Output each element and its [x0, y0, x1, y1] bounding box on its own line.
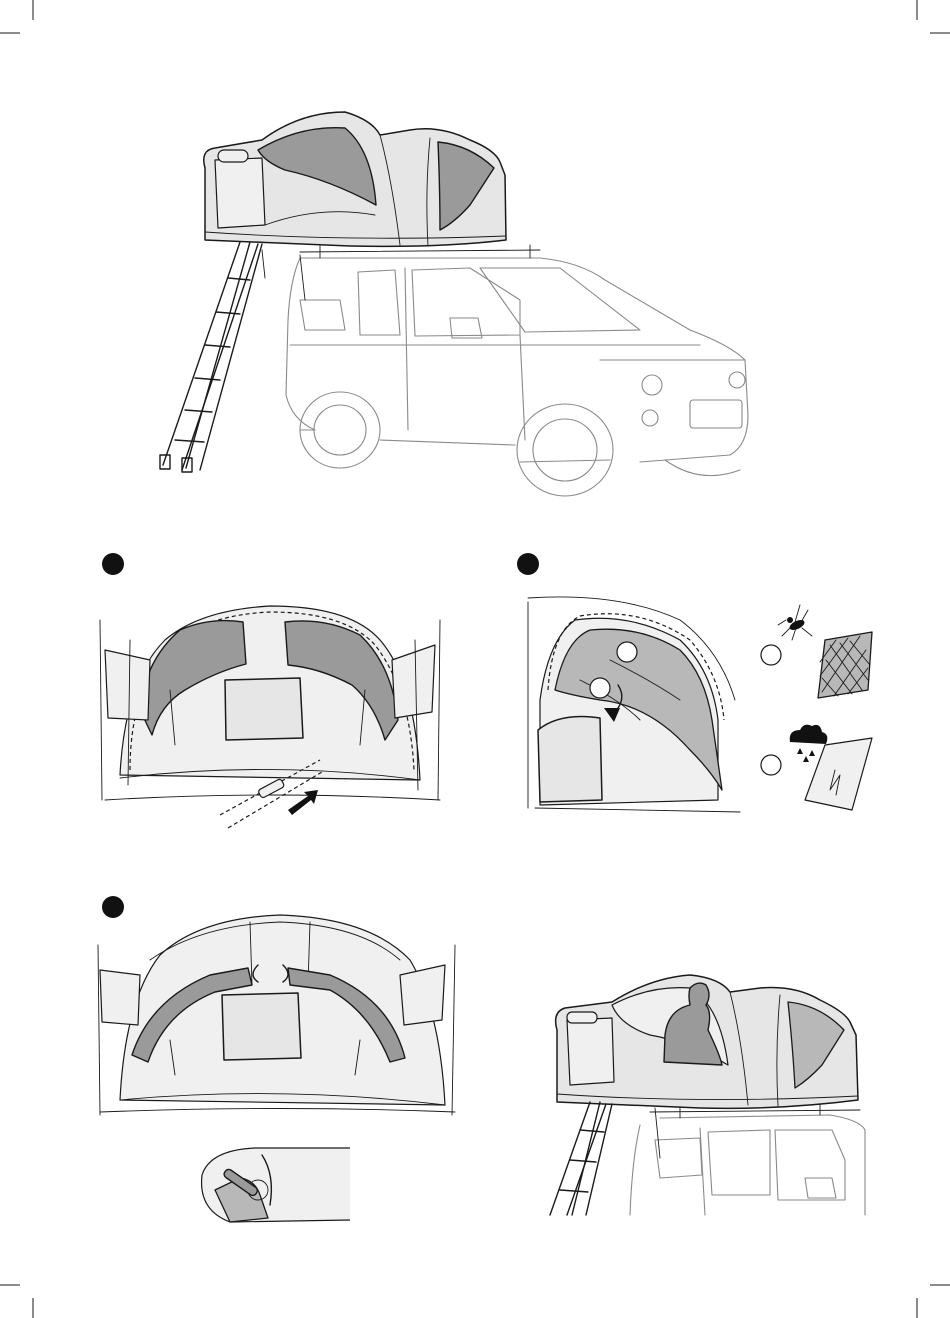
step-marker-3 [102, 896, 124, 918]
cover-panel-icon [805, 738, 872, 810]
step-marker-1 [102, 553, 124, 575]
option-circle-cover [761, 755, 781, 775]
vehicle-illustration [286, 258, 748, 496]
step-1-figure [100, 553, 440, 828]
arrow-icon [288, 790, 318, 815]
toggle-detail-inset [202, 1148, 350, 1222]
tent-on-car-figure [160, 112, 748, 496]
tent-occupied-figure [550, 975, 865, 1215]
option-circle-mesh [761, 645, 781, 665]
mosquito-icon [778, 605, 812, 640]
mesh-panel-icon [818, 632, 872, 698]
step-marker-2 [517, 553, 539, 575]
roof-tent-2 [556, 975, 858, 1108]
vehicle-illustration-2 [630, 1115, 865, 1215]
ladder-2 [550, 1102, 660, 1215]
roof-tent [204, 112, 506, 246]
ladder [160, 242, 305, 472]
option-marker-b [590, 678, 610, 698]
step-3-figure [98, 896, 455, 1222]
step-2-figure [517, 553, 872, 812]
option-marker-a [617, 642, 637, 662]
